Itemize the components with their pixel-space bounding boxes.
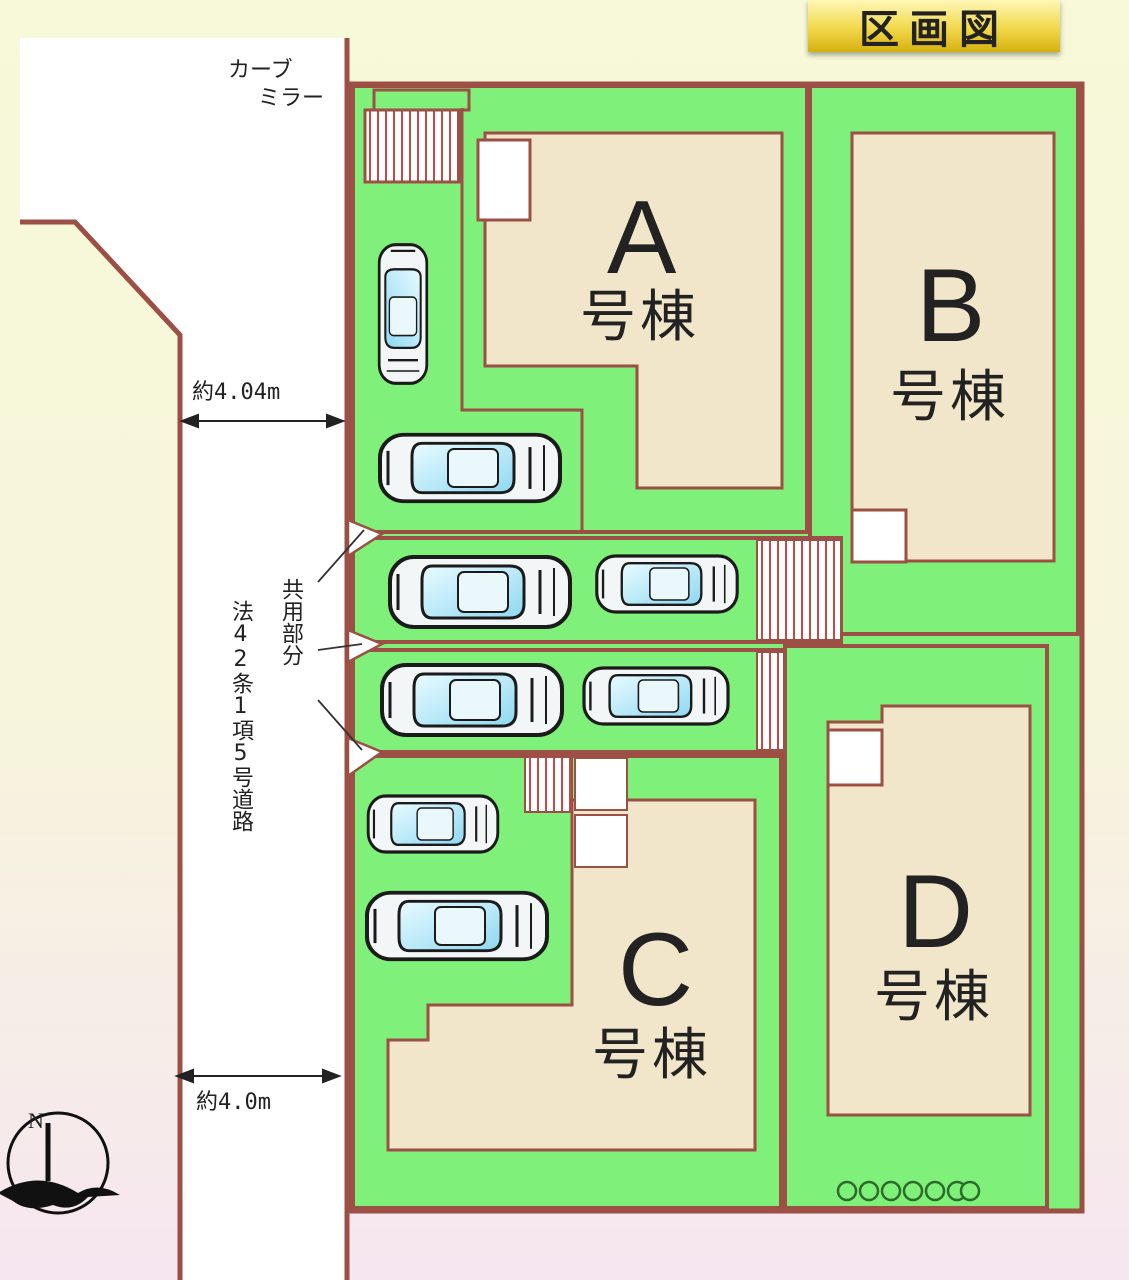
road-width-bottom: 約4.0m: [196, 1090, 271, 1115]
road-width-top: 約4.04m: [192, 380, 281, 405]
lot-c-box-1: [574, 757, 628, 811]
building-d: [826, 704, 1032, 1117]
lot-a-suffix: 号棟: [580, 285, 700, 350]
lot-d-letter: D: [898, 854, 974, 970]
building-b-porch: [850, 508, 908, 564]
lot-c-letter: C: [618, 912, 694, 1028]
car-a-1: [377, 243, 429, 385]
lot-b-suffix: 号棟: [890, 365, 1010, 430]
car-a-2: [378, 432, 562, 504]
compass-north-label: N: [28, 1108, 44, 1133]
car-c-1: [366, 794, 500, 854]
lot-a-entry: [372, 88, 471, 112]
lot-c-box-2: [574, 814, 628, 868]
road-edge-line: [20, 219, 183, 1280]
car-strip-2: [595, 554, 739, 614]
curve-mirror-label-2: ミラー: [258, 86, 325, 111]
lot-a-letter: A: [607, 180, 677, 296]
steps-upper: [756, 539, 842, 641]
lot-c-suffix: 号棟: [592, 1023, 712, 1088]
car-c-2: [365, 890, 549, 962]
dimension-arrows: [174, 413, 346, 1084]
building-d-porch: [826, 728, 884, 787]
shared-part-label: 共用部分: [278, 578, 303, 666]
leader-lines: [317, 529, 365, 751]
road-markers: [346, 518, 385, 779]
building-a: [483, 131, 784, 490]
compass-icon: [0, 1111, 120, 1215]
building-b: [850, 131, 1056, 563]
car-strip-4: [582, 666, 730, 726]
lot-a-inner-line: [460, 108, 584, 530]
shrubs: [836, 1180, 981, 1202]
lot-c-steps: [524, 756, 573, 813]
building-a-porch: [476, 138, 532, 222]
lot-b-letter: B: [916, 248, 986, 364]
lot-a-steps: [363, 108, 461, 184]
curve-mirror-label-1: カーブ: [228, 58, 293, 83]
lot-d-suffix: 号棟: [874, 965, 994, 1030]
building-c: [386, 798, 757, 1152]
car-strip-3: [380, 663, 564, 737]
road-type-label: 法42条1項5号道路: [228, 600, 253, 832]
plan-title: 区画図: [808, 0, 1060, 53]
car-strip-1: [388, 555, 572, 629]
